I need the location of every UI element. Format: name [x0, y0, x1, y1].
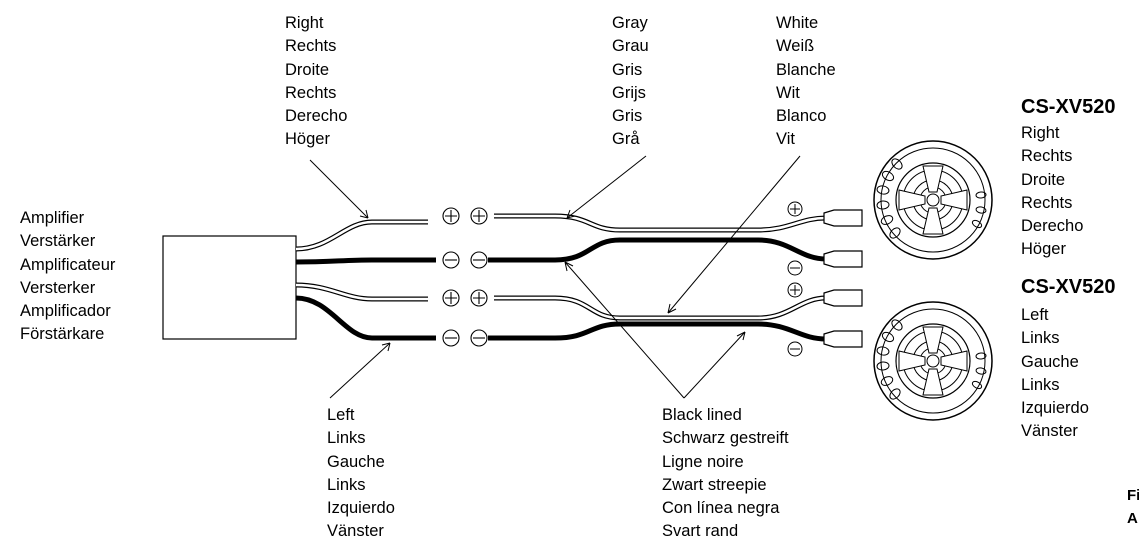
right-label-line: Rechts: [285, 37, 337, 56]
black-lined-label-line: Schwarz gestreift: [662, 429, 789, 448]
figure-caption-fragment: Fi A: [1127, 484, 1139, 530]
gray-wire-label: Gray Grau Gris Grijs Gris Grå: [612, 12, 649, 152]
amplifier-label-line: Amplificateur: [20, 255, 116, 274]
amplifier-label-line: Verstärker: [20, 232, 96, 251]
connector-symbols: [442, 207, 488, 347]
gray-label-line: Gray: [612, 14, 648, 32]
right-label-line: Right: [285, 14, 324, 32]
speaker-right-line: Rechts: [1021, 193, 1073, 212]
speaker-right-line: Höger: [1021, 240, 1066, 259]
right-label-line: Höger: [285, 130, 330, 149]
amplifier-label-line: Amplificador: [20, 302, 111, 321]
left-label-line: Gauche: [327, 452, 385, 471]
leader-lines: [309, 155, 801, 399]
terminal-plugs: [823, 209, 863, 348]
left-channel-label: Left Links Gauche Links Izquierdo Vänste…: [327, 404, 395, 544]
amplifier-box: [162, 235, 297, 340]
speaker-right-label: Right Rechts Droite Rechts Derecho Höger: [1021, 122, 1083, 262]
white-label-line: Blanche: [776, 60, 836, 79]
speaker-right-line: Right: [1021, 124, 1060, 142]
white-label-line: Blanco: [776, 107, 827, 126]
black-lined-label-line: Ligne noire: [662, 452, 744, 471]
gray-label-line: Grå: [612, 130, 640, 149]
speaker-right-line: Droite: [1021, 170, 1066, 189]
gray-label-line: Gris: [612, 60, 643, 79]
black-lined-wire-label: Black lined Schwarz gestreift Ligne noir…: [662, 404, 789, 544]
white-label-line: Wit: [776, 83, 800, 102]
speaker-right-line: Rechts: [1021, 147, 1073, 166]
speaker-left-line: Izquierdo: [1021, 399, 1089, 418]
black-lined-label-line: Black lined: [662, 406, 742, 424]
speaker-right-model: CS-XV520: [1021, 96, 1116, 118]
left-label-line: Izquierdo: [327, 499, 395, 518]
wire-left-negative: [488, 321, 827, 342]
gray-label-line: Grau: [612, 37, 649, 56]
speaker-left-line: Gauche: [1021, 352, 1079, 371]
terminal-markers: [787, 201, 803, 357]
speaker-right-line: Derecho: [1021, 217, 1084, 236]
speaker-left-label: Left Links Gauche Links Izquierdo Vänste…: [1021, 304, 1089, 444]
right-label-line: Derecho: [285, 107, 348, 126]
right-label-line: Rechts: [285, 83, 337, 102]
right-channel-label: Right Rechts Droite Rechts Derecho Höger: [285, 12, 347, 152]
speaker-left-image: [873, 301, 993, 421]
gray-label-line: Gris: [612, 107, 643, 126]
left-label-line: Vänster: [327, 522, 384, 541]
amplifier-label-line: Förstärkare: [20, 325, 105, 344]
white-label-line: White: [776, 14, 819, 32]
left-label-line: Links: [327, 475, 366, 494]
amplifier-label-line: Amplifier: [20, 209, 85, 227]
wire-left-negative-left: [295, 295, 436, 341]
amplifier-label: Amplifier Verstärker Amplificateur Verst…: [20, 207, 115, 347]
black-lined-label-line: Svart rand: [662, 522, 739, 541]
wire-right-negative-left: [295, 257, 436, 265]
speaker-left-line: Left: [1021, 306, 1049, 324]
black-lined-label-line: Zwart streepie: [662, 475, 767, 494]
speaker-left-line: Links: [1021, 375, 1060, 394]
white-label-line: Vit: [776, 130, 795, 149]
gray-label-line: Grijs: [612, 83, 646, 102]
left-label-line: Links: [327, 429, 366, 448]
figure-fragment-line: A: [1127, 510, 1138, 527]
amplifier-label-line: Versterker: [20, 278, 96, 297]
wire-right-negative: [488, 237, 827, 263]
black-lined-label-line: Con línea negra: [662, 499, 780, 518]
speaker-left-line: Links: [1021, 329, 1060, 348]
speaker-right-image: [873, 140, 993, 260]
speaker-left-line: Vänster: [1021, 422, 1078, 441]
speaker-left-model: CS-XV520: [1021, 276, 1116, 298]
figure-fragment-line: Fi: [1127, 487, 1139, 504]
white-wire-label: White Weiß Blanche Wit Blanco Vit: [776, 12, 836, 152]
white-label-line: Weiß: [776, 37, 815, 56]
right-label-line: Droite: [285, 60, 330, 79]
left-label-line: Left: [327, 406, 355, 424]
